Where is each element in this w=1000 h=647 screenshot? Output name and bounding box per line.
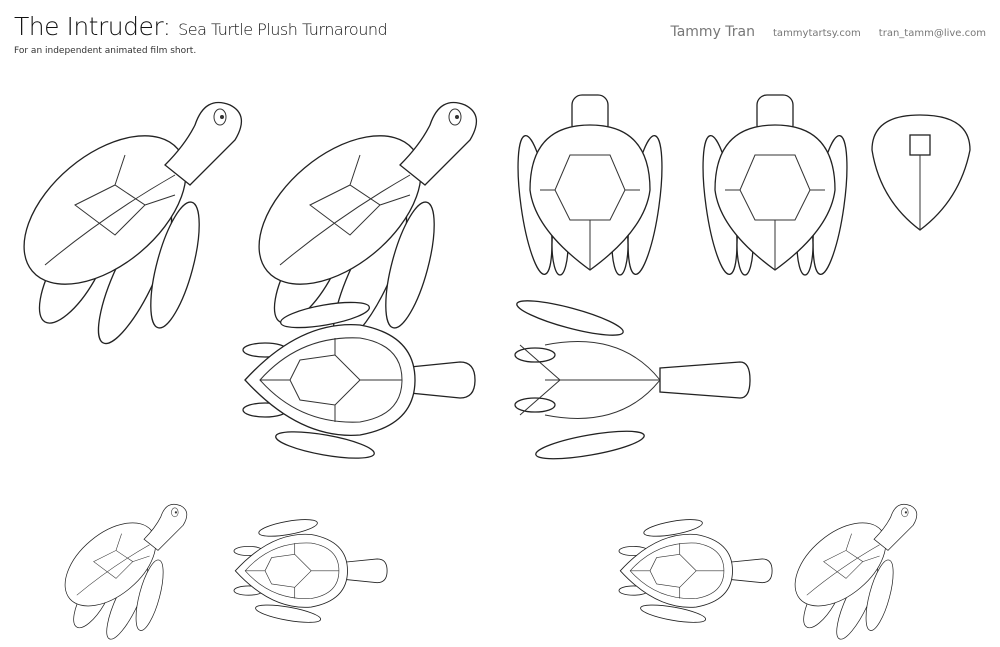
- tagline: For an independent animated film short.: [14, 46, 197, 56]
- turtle-view-back: [695, 94, 855, 277]
- faded-top-view: [233, 515, 388, 627]
- turtle-view-side-three-quarter: [0, 101, 243, 353]
- faded-views: [49, 503, 918, 644]
- faded-top-patterned-view: [618, 515, 773, 627]
- sheet-title: The Intruder: Sea Turtle Plush Turnaroun…: [14, 12, 388, 41]
- turtle-view-bottom: [514, 300, 751, 460]
- credits: Tammy Tran tammytartsy.com tran_tamm@liv…: [670, 24, 986, 40]
- website-link[interactable]: tammytartsy.com: [773, 28, 861, 39]
- email-link[interactable]: tran_tamm@live.com: [878, 28, 986, 39]
- turtle-view-front: [510, 94, 670, 277]
- faded-side-view: [49, 503, 188, 644]
- artist-name: Tammy Tran: [670, 24, 756, 40]
- faded-side-patterned-view: [779, 503, 918, 644]
- title-main: The Intruder:: [14, 12, 171, 41]
- turtle-view-front-top: [871, 114, 971, 231]
- title-subtitle: Sea Turtle Plush Turnaround: [178, 20, 388, 39]
